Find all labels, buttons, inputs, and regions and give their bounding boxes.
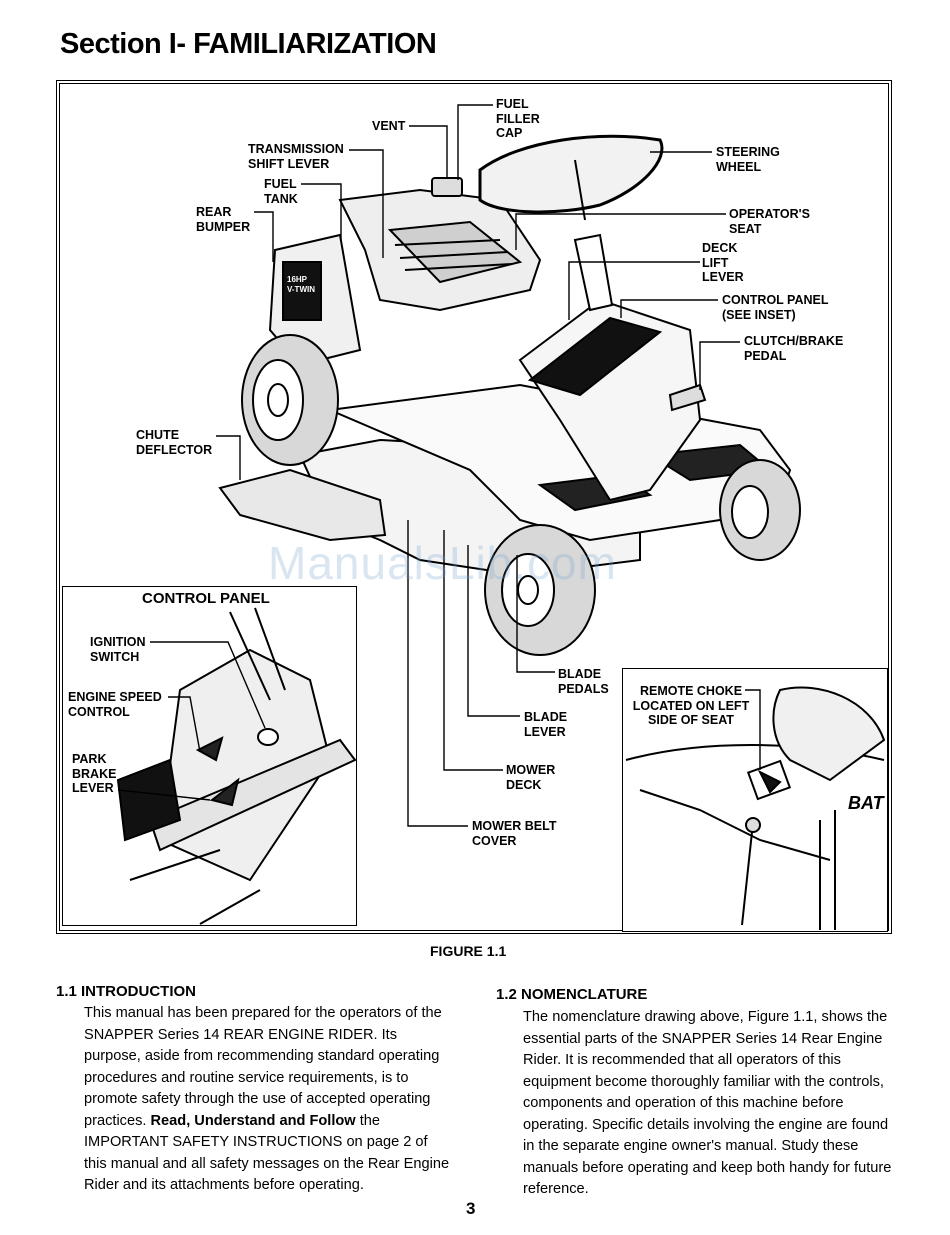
control-panel-inset-title: CONTROL PANEL [142, 590, 270, 607]
callout-vent: VENT [372, 119, 406, 133]
page-number: 3 [466, 1199, 476, 1218]
callout-blade-pedals: BLADE PEDALS [558, 667, 609, 696]
callout-deck-lift-lever: DECK LIFT LEVER [702, 241, 744, 284]
console-shape [518, 298, 702, 502]
figure-frame [56, 80, 892, 934]
intro-paragraph-emphasis: Read, Understand and Follow [150, 1112, 356, 1129]
section-title: Section I- FAMILIARIZATION [60, 28, 437, 60]
callout-clutch-brake-pedal: CLUTCH/BRAKE PEDAL [744, 334, 844, 363]
nomenclature-paragraph: The nomenclature drawing above, Figure 1… [523, 1009, 892, 1197]
callout-blade-lever: BLADE LEVER [524, 710, 568, 739]
intro-paragraph: This manual has been prepared for the op… [84, 1003, 454, 1197]
figure-caption: FIGURE 1.1 [430, 943, 507, 959]
callout-transmission-shift-lever: TRANSMISSION SHIFT LEVER [248, 142, 344, 171]
callout-rear-bumper: REAR BUMPER [196, 205, 251, 234]
callout-ignition-switch: IGNITION SWITCH [90, 635, 146, 664]
callout-park-brake-lever: PARK BRAKE LEVER [72, 752, 117, 795]
intro-heading: 1.1 INTRODUCTION [56, 983, 197, 1000]
callout-remote-choke: REMOTE CHOKE LOCATED ON LEFT SIDE OF SEA… [632, 684, 750, 727]
intro-paragraph-part-a: This manual has been prepared for the op… [84, 1005, 442, 1129]
watermark-text: ManualsLib.com [268, 537, 617, 589]
engine-decal: 16HP V-TWIN [287, 275, 315, 294]
callout-engine-speed-control: ENGINE SPEED CONTROL [68, 690, 162, 719]
chute-deflector-shape [218, 468, 387, 542]
steering-wheel-shape [478, 134, 664, 214]
callout-steering-wheel: STEERING WHEEL [716, 145, 780, 174]
callout-fuel-filler-cap: FUEL FILLER CAP [496, 97, 540, 140]
callout-operators-seat: OPERATOR'S SEAT [729, 207, 810, 236]
callout-mower-belt-cover: MOWER BELT COVER [472, 819, 557, 848]
callout-control-panel: CONTROL PANEL (SEE INSET) [722, 293, 829, 322]
callout-fuel-tank: FUEL TANK [264, 177, 298, 206]
callout-mower-deck: MOWER DECK [506, 763, 556, 792]
battery-label: BAT [848, 793, 884, 813]
nomenclature-heading: 1.2 NOMENCLATURE [496, 986, 648, 1003]
callout-chute-deflector: CHUTE DEFLECTOR [136, 428, 213, 457]
intro-paragraph-part-b: the IMPORTANT SAFETY INSTRUCTIONS on pag… [84, 1112, 450, 1194]
